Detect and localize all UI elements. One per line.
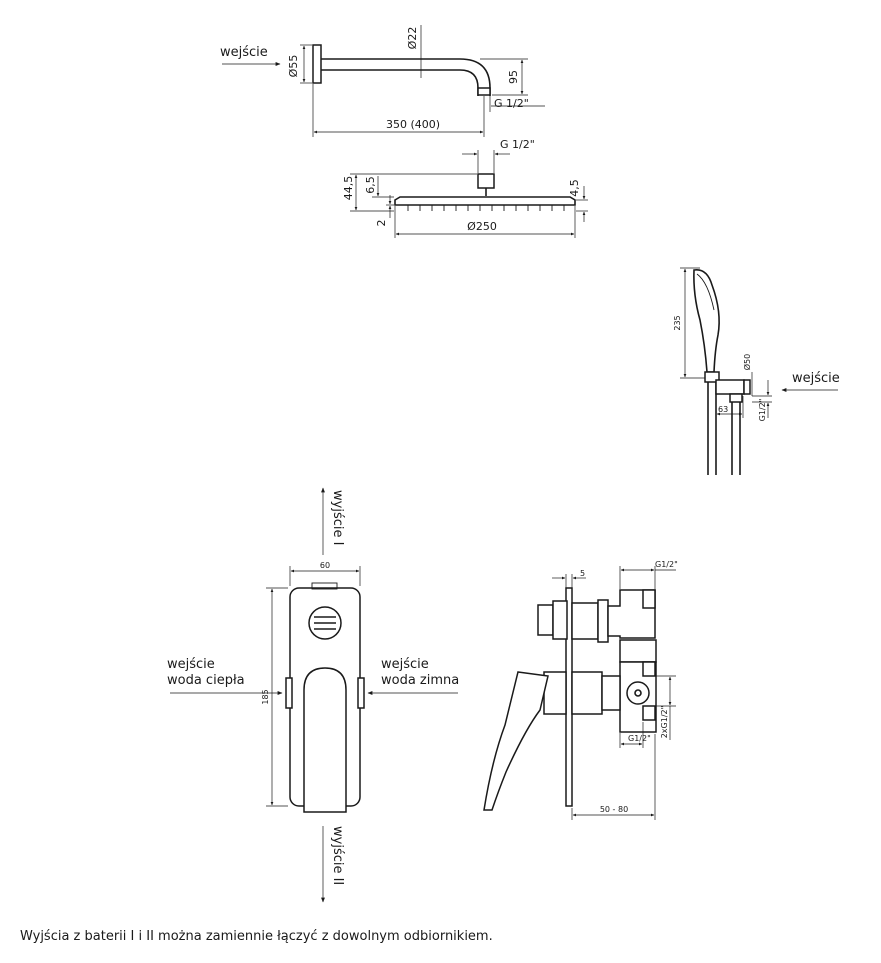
- hand-shower-holder-diameter: Ø50: [742, 354, 752, 370]
- arm-wall-flange: [312, 44, 322, 84]
- arm-inlet-label: wejście: [220, 45, 268, 60]
- head-nozzles: [407, 205, 565, 211]
- outlet-1-label: wyjście I: [330, 490, 345, 545]
- head-thread: G 1/2": [500, 138, 535, 151]
- arm-thread: G 1/2": [494, 97, 529, 110]
- arm-flange-diameter: Ø55: [287, 55, 300, 78]
- head-edge-height: 4,5: [568, 179, 581, 197]
- hand-shower-length: 235: [673, 315, 682, 330]
- cold-inlet-label-2: woda zimna: [381, 673, 459, 688]
- side-cartridge-screw: [626, 681, 650, 705]
- mixer-front-drawing: wyjście I wyjście II 60 185 wejście woda…: [167, 487, 459, 903]
- cold-inlet-label-1: wejście: [381, 657, 429, 672]
- head-connector: [477, 173, 495, 189]
- side-top-thread: G1/2": [655, 560, 678, 569]
- mixer-height: 185: [261, 689, 270, 704]
- shower-arm-drawing: wejście Ø55 Ø22 95 G 1/2" 350 (400): [220, 25, 545, 137]
- head-diameter: Ø250: [467, 220, 497, 233]
- head-connector-height: 6,5: [364, 176, 377, 194]
- side-depth-range: 50 - 80: [600, 805, 628, 814]
- hand-shower-offset: 63: [718, 405, 728, 414]
- hot-inlet-label-2: woda ciepła: [167, 673, 245, 688]
- arm-end-nut: [477, 87, 491, 96]
- head-total-height: 44,5: [342, 176, 355, 201]
- outlet-2-label: wyjście II: [330, 826, 345, 885]
- hot-inlet-stub: [285, 677, 293, 709]
- hand-shower-grip-ring: [704, 371, 720, 383]
- head-plate-thickness: 2: [375, 220, 388, 227]
- side-threads: 2xG1/2": [660, 706, 669, 739]
- hand-shower-drawing: 235 Ø50 wejście 63 G1/2": [673, 267, 840, 475]
- hot-inlet-label-1: wejście: [167, 657, 215, 672]
- arm-drop-height: 95: [507, 70, 520, 84]
- arm-pipe: [321, 58, 491, 96]
- head-plate: [394, 196, 576, 206]
- hand-shower-head: [693, 268, 720, 373]
- side-cover-thickness: 5: [580, 569, 585, 578]
- footnote: Wyjścia z baterii I i II można zamiennie…: [20, 929, 493, 944]
- side-bottom-thread: G1/2": [628, 734, 651, 743]
- mixer-side-drawing: 5 G1/2" 2xG1/2" G1/2" 50 - 80: [483, 560, 678, 820]
- arm-pipe-diameter: Ø22: [406, 27, 419, 50]
- side-lever-profile: [483, 671, 549, 811]
- mixer-lever: [303, 667, 347, 813]
- hand-shower-thread: G1/2": [758, 399, 767, 422]
- hand-shower-inlet-label: wejście: [792, 371, 840, 386]
- hand-shower-holder: [715, 379, 745, 395]
- hand-shower-hoses: [707, 382, 741, 475]
- arm-length: 350 (400): [386, 118, 440, 131]
- cold-inlet-stub: [357, 677, 365, 709]
- shower-head-drawing: G 1/2" 44,5 6,5 2 4,5 Ø250: [342, 138, 588, 238]
- mixer-width: 60: [320, 561, 330, 570]
